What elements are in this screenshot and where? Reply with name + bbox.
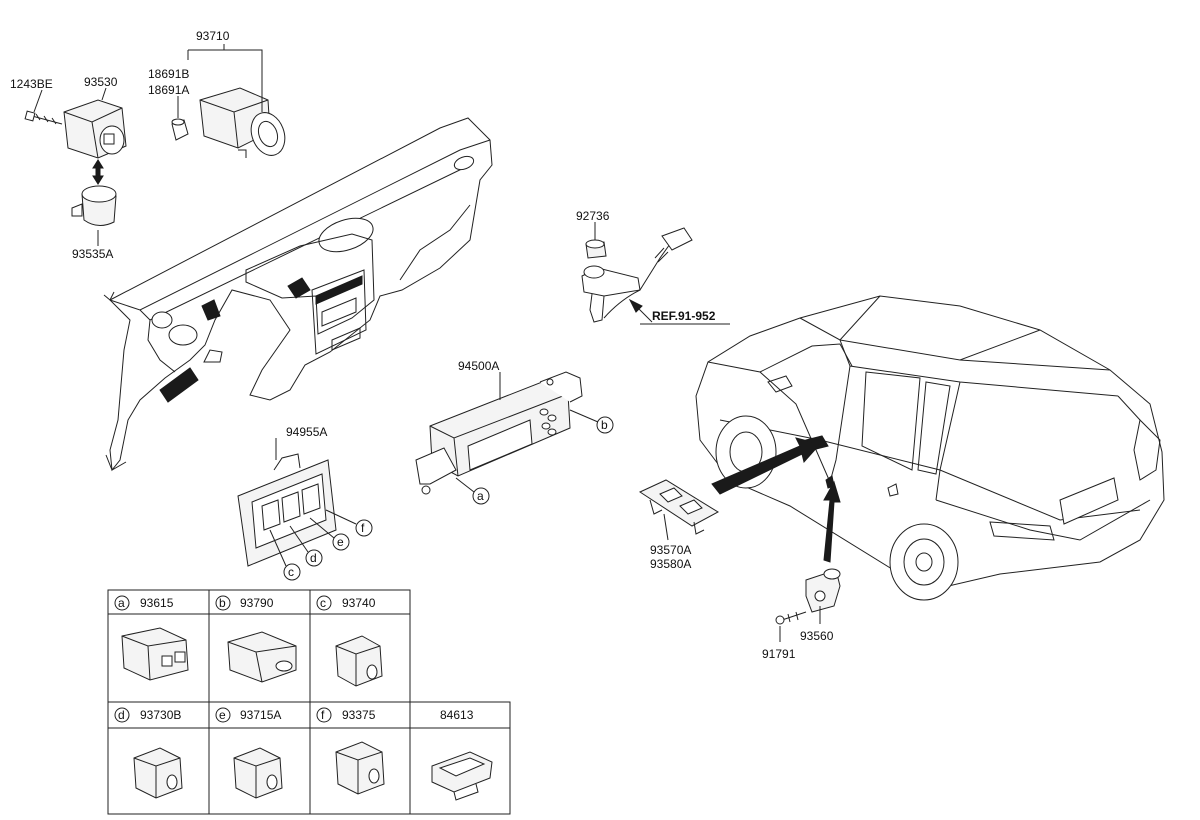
callout-f-circle: [355, 519, 373, 537]
callout-a: a: [477, 489, 484, 503]
callout-b: b: [601, 418, 608, 432]
table-letter-e: e: [219, 708, 226, 722]
part-93535A-drawing: [71, 185, 117, 226]
table-part-93715A: 93715A: [240, 708, 281, 722]
callout-c-circle: [283, 563, 301, 581]
table-letter-c: c: [320, 596, 326, 610]
power-window-switch-93570A-drawing: [638, 479, 720, 535]
table-cell-e: e 93715A: [215, 707, 283, 799]
ref-label: REF.91-952: [652, 309, 716, 323]
double-arrow: [92, 159, 104, 185]
switch-bezel-94955A-drawing: [237, 453, 337, 567]
table-part-84613: 84613: [440, 708, 474, 722]
table-letter-d: d: [118, 708, 125, 722]
label-93580A: 93580A: [650, 557, 691, 571]
table-part-93740: 93740: [342, 596, 376, 610]
callout-d-circle: [305, 549, 323, 567]
screw-91791-drawing: [775, 611, 807, 625]
instrument-panel-drawing: [103, 117, 493, 472]
label-94500A: 94500A: [458, 359, 499, 373]
callout-e-circle: [332, 533, 350, 551]
callout-f: f: [361, 521, 365, 535]
callout-d: d: [310, 551, 317, 565]
door-switch-93560-drawing: [805, 568, 841, 613]
switch-93710-drawing: [199, 87, 286, 158]
label-93530: 93530: [84, 75, 118, 89]
table-letter-a: a: [118, 596, 125, 610]
table-cell-d: d 93730B: [114, 707, 183, 799]
label-18691A: 18691A: [148, 83, 189, 97]
label-93710: 93710: [196, 29, 230, 43]
table-letter-b: b: [219, 596, 226, 610]
label-91791: 91791: [762, 647, 796, 661]
screw-1243BE-drawing: [24, 110, 63, 125]
label-1243BE: 1243BE: [10, 77, 53, 91]
label-94955A: 94955A: [286, 425, 327, 439]
callout-b-circle: [596, 416, 614, 434]
arrow-to-pillar: [823, 480, 841, 563]
table-part-93730B: 93730B: [140, 708, 181, 722]
control-module-94500A-drawing: [415, 371, 583, 495]
label-93560: 93560: [800, 629, 834, 643]
bulb-18691-drawing: [171, 118, 189, 141]
table-cell-84613: 84613: [431, 708, 493, 801]
label-93535A: 93535A: [72, 247, 113, 261]
callout-e: e: [337, 535, 344, 549]
table-cell-c: c 93740: [316, 595, 383, 687]
label-92736: 92736: [576, 209, 610, 223]
table-cell-f: f 93375: [316, 707, 385, 795]
arrow-to-door: [711, 437, 821, 495]
table-cell-b: b 93790: [215, 595, 297, 683]
table-part-93615: 93615: [140, 596, 174, 610]
table-cell-a: a 93615: [114, 595, 189, 681]
callout-c: c: [288, 565, 294, 579]
part-93530-drawing: [63, 99, 127, 159]
table-letter-f: f: [321, 708, 325, 722]
car-drawing: [695, 295, 1165, 601]
parts-table: [107, 589, 511, 815]
label-18691B: 18691B: [148, 67, 189, 81]
label-93570A: 93570A: [650, 543, 691, 557]
sensor-92736-drawing: [581, 227, 693, 323]
table-part-93790: 93790: [240, 596, 274, 610]
callout-a-circle: [472, 487, 490, 505]
table-part-93375: 93375: [342, 708, 376, 722]
